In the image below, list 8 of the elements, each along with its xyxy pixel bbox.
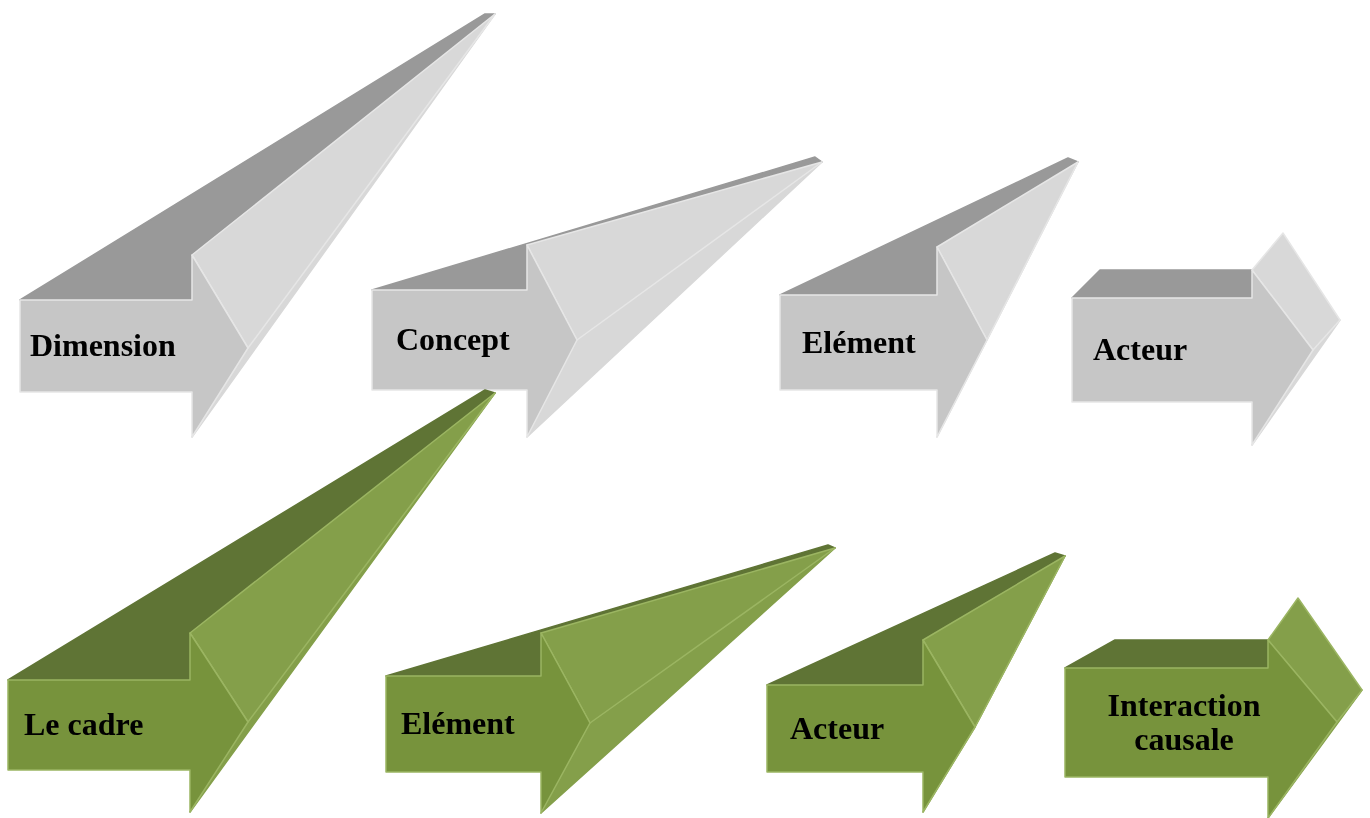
arrow-label: Concept	[396, 323, 510, 357]
arrow-label: Interaction causale	[1106, 688, 1262, 757]
arrow-label: Elément	[401, 707, 515, 741]
arrow-label: Elément	[802, 325, 916, 360]
arrow-label: Acteur	[1093, 333, 1188, 367]
arrow-label: Dimension	[30, 329, 176, 363]
arrow-label: Le cadre	[24, 708, 144, 742]
arrow-label: Acteur	[790, 711, 885, 746]
